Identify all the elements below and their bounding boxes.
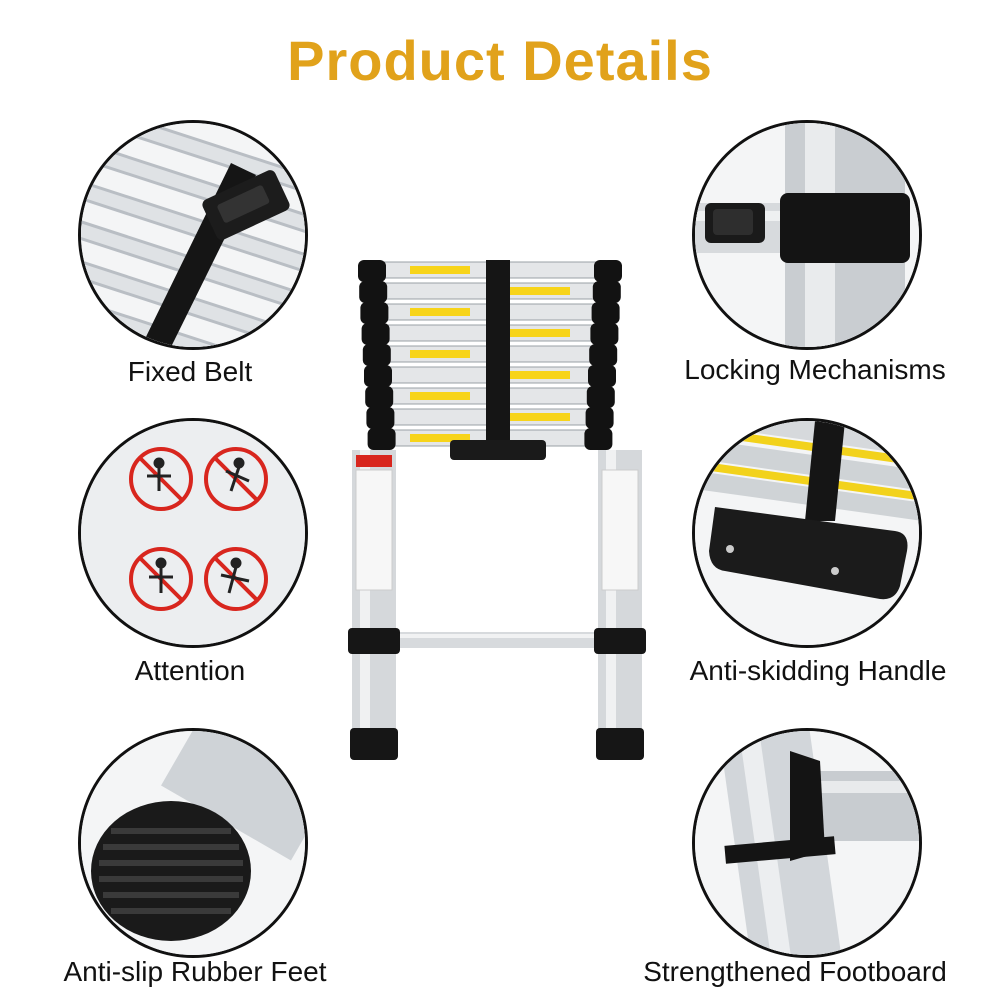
- fixed-belt-image: [78, 120, 308, 350]
- rubber-feet-image: [78, 728, 308, 958]
- locking-mechanism-image: [692, 120, 922, 350]
- feature-label-locking-mechanisms: Locking Mechanisms: [684, 354, 946, 385]
- attention-signs-image: [78, 418, 308, 648]
- telescopic-ladder-image: [330, 250, 650, 770]
- ladder-rung: [367, 428, 613, 450]
- footboard-image: [692, 728, 922, 958]
- feature-label-fixed-belt: Fixed Belt: [127, 356, 253, 387]
- feature-label-anti-skidding-handle: Anti-skidding Handle: [689, 655, 947, 686]
- anti-skidding-handle-image: [692, 418, 922, 648]
- feature-label-attention: Attention: [134, 655, 246, 686]
- page-title: Product Details: [287, 29, 713, 92]
- feature-label-strengthened-footboard: Strengthened Footboard: [643, 956, 947, 987]
- feature-label-anti-slip-rubber-feet: Anti-slip Rubber Feet: [63, 956, 327, 987]
